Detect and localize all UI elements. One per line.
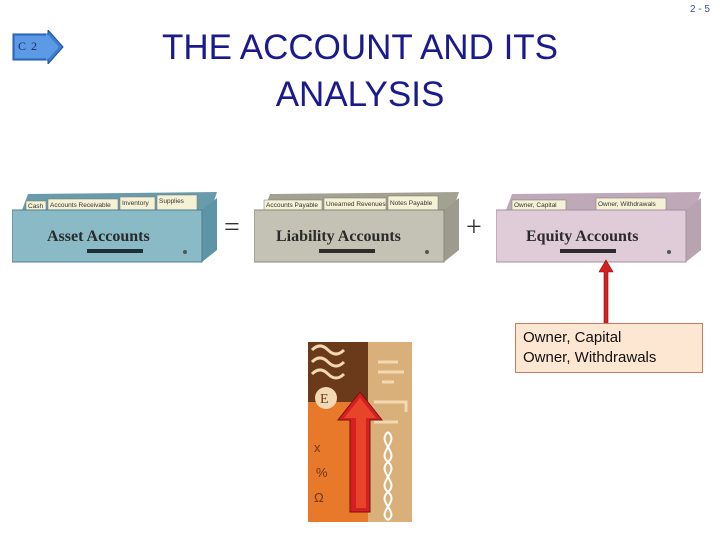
asset-accounts-label: Asset Accounts bbox=[47, 228, 150, 245]
title-line-2: ANALYSIS bbox=[275, 75, 445, 114]
equity-accounts-box: Owner, Capital Owner, Withdrawals Equity… bbox=[496, 192, 701, 263]
clipart-arrow-art-icon: E x % Ω bbox=[308, 342, 412, 522]
red-pointer-arrow-icon bbox=[598, 259, 614, 325]
page-number: 2 - 5 bbox=[689, 4, 710, 15]
plus-sign: + bbox=[466, 212, 482, 243]
asset-tab-supplies: Supplies bbox=[159, 198, 185, 205]
svg-text:Ω: Ω bbox=[314, 490, 324, 505]
liability-accounts-box: Accounts Payable Unearned Revenues Notes… bbox=[254, 192, 459, 263]
svg-text:E: E bbox=[320, 392, 329, 407]
liability-tab-notes: Notes Payable bbox=[390, 200, 433, 207]
equity-tab-capital: Owner, Capital bbox=[514, 202, 557, 209]
liability-tab-payable: Accounts Payable bbox=[266, 202, 318, 209]
asset-tab-inventory: Inventory bbox=[122, 200, 149, 207]
callout-line-2: Owner, Withdrawals bbox=[523, 349, 657, 366]
equity-tab-withdrawals: Owner, Withdrawals bbox=[598, 201, 657, 208]
asset-accounts-box: Cash Accounts Receivable Inventory Suppl… bbox=[12, 192, 217, 263]
chapter-badge-icon bbox=[12, 30, 64, 64]
equity-tabs: Owner, Capital Owner, Withdrawals bbox=[511, 197, 667, 211]
svg-text:%: % bbox=[316, 465, 328, 480]
callout-line-1: Owner, Capital bbox=[523, 329, 622, 346]
asset-tabs: Cash Accounts Receivable Inventory Suppl… bbox=[25, 194, 198, 211]
liability-tabs: Accounts Payable Unearned Revenues Notes… bbox=[263, 195, 439, 211]
svg-text:x: x bbox=[314, 440, 321, 455]
slide-title: THE ACCOUNT AND ITS ANALYSIS bbox=[110, 24, 610, 118]
liability-tab-unearned: Unearned Revenues bbox=[326, 201, 386, 208]
equity-accounts-callout: Owner, Capital Owner, Withdrawals bbox=[515, 323, 703, 373]
asset-tab-receivable: Accounts Receivable bbox=[50, 202, 111, 209]
chapter-badge-label: C 2 bbox=[18, 39, 39, 53]
equity-accounts-label: Equity Accounts bbox=[526, 228, 638, 245]
title-line-1: THE ACCOUNT AND ITS bbox=[161, 28, 559, 67]
liability-accounts-label: Liability Accounts bbox=[276, 228, 401, 245]
equals-sign: = bbox=[224, 212, 240, 243]
asset-tab-cash: Cash bbox=[28, 203, 44, 210]
